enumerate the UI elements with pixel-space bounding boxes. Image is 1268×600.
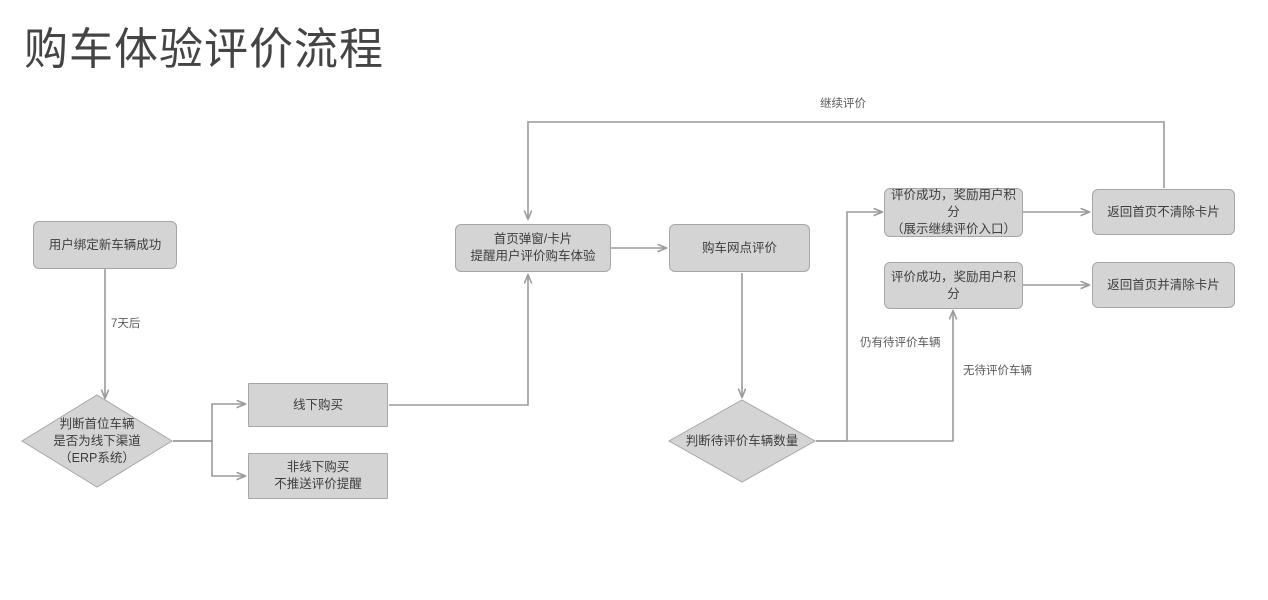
edge-continue-review-loop: [528, 121, 1165, 219]
edge-offline-to-popup: [389, 275, 528, 406]
node-home-clear-card[interactable]: 返回首页并清除卡片: [1092, 262, 1235, 308]
edge-channel-to-offline: [173, 404, 245, 442]
node-bind-vehicle[interactable]: 用户绑定新车辆成功: [33, 221, 177, 269]
edge-label-still-pending: 仍有待评价车辆: [860, 337, 941, 349]
node-review-success-plain[interactable]: 评价成功，奖励用户积分: [884, 262, 1023, 309]
edge-label-after-7-days: 7天后: [111, 318, 141, 330]
diamond-shape-channel: [21, 394, 173, 488]
node-offline-purchase[interactable]: 线下购买: [248, 383, 388, 427]
node-home-keep-card[interactable]: 返回首页不清除卡片: [1092, 189, 1235, 235]
edge-label-none-pending: 无待评价车辆: [963, 365, 1032, 377]
node-pending-count-decision[interactable]: 判断待评价车辆数量: [668, 399, 816, 483]
node-non-offline-purchase[interactable]: 非线下购买 不推送评价提醒: [248, 453, 388, 499]
node-review-success-with-entry[interactable]: 评价成功，奖励用户积分 （展示继续评价入口）: [884, 188, 1023, 237]
node-pending-count-decision-label: 判断待评价车辆数量: [685, 433, 799, 448]
node-channel-decision-label: 判断首位车辆 是否为线下渠道 （ERP系统）: [53, 416, 141, 465]
diamond-shape-pending: [668, 399, 816, 483]
edge-decision-to-success-plain: [816, 311, 953, 442]
edge-channel-to-nonoffline: [173, 440, 245, 476]
edge-decision-to-success-entry: [816, 212, 882, 442]
edge-label-continue-review: 继续评价: [820, 98, 866, 110]
node-dealer-review[interactable]: 购车网点评价: [669, 224, 810, 272]
node-home-popup-card[interactable]: 首页弹窗/卡片 提醒用户评价购车体验: [455, 224, 611, 272]
node-channel-decision[interactable]: 判断首位车辆 是否为线下渠道 （ERP系统）: [21, 394, 173, 488]
page-title: 购车体验评价流程: [24, 25, 384, 74]
